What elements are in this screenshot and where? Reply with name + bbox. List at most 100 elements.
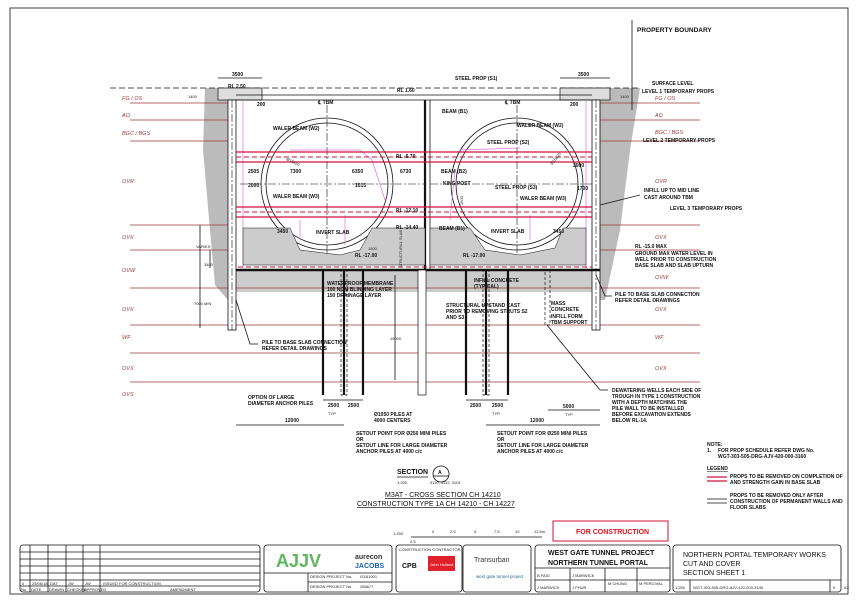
annotations-text: GROUND MAX WATER LEVEL IN (635, 251, 713, 257)
client-box (462, 544, 532, 593)
annotations-text: TBM SUPPORT (551, 320, 587, 326)
annotations-text: INFILL UP TO MID LINE (644, 188, 700, 194)
level-labels: RL 2.50 RL 1.60 RL -5.70 RL -12.10 RL -1… (228, 27, 743, 259)
annotations-text: CAST AROUND TBM (644, 195, 693, 201)
title-block-text: 256677 (360, 584, 374, 589)
title-block-text: IS161001 (360, 574, 378, 579)
dims-text: 2000 (248, 183, 259, 189)
notes-text: WGT-303-505-DRG-AJV-420-000-3160 (718, 454, 806, 460)
title-block-text: No. (21, 587, 27, 592)
dims-text: 200 (570, 102, 579, 108)
jacobs-logo: JACOBS (355, 563, 385, 570)
dims-text: 12000 (530, 418, 544, 424)
title-block-text: DATE (31, 587, 42, 592)
geology-labels-right: FG / OS AO BGC / BGS OVR OVX OVW OVX WF … (654, 96, 683, 372)
levels-text: RL 1.60 (397, 88, 415, 94)
dims-text: VARIES (196, 244, 211, 249)
labels-text: BEAM (B2) (441, 169, 467, 175)
dims-text: 2500 (470, 403, 481, 409)
scale-bar-text: 12.5m (534, 529, 546, 534)
annotations-text: TROUGH IN TYPE 1 CONSTRUCTION (612, 394, 701, 400)
annotations-text: OPTION OF LARGE (248, 395, 295, 401)
dimension-lines (199, 20, 633, 426)
geo-label: FG / OS (122, 96, 143, 102)
tunnel-left (240, 105, 425, 265)
dims-text: 3500 (232, 72, 243, 78)
section-text: A (438, 470, 442, 476)
title-block-text: J MARWICK (572, 573, 595, 578)
dims-text: TYP. (328, 411, 336, 416)
dims-text: 2500 (328, 403, 339, 409)
dims-text: 12000 (285, 418, 299, 424)
dims-text: 3500 (578, 72, 589, 78)
title-block-text: JW (68, 581, 74, 586)
levels-text: RL -17.00 (463, 253, 485, 259)
geo-label: FG / OS (655, 96, 676, 102)
geology-lines (130, 102, 700, 383)
geo-label: OVS (122, 392, 134, 398)
element-labels: STEEL PROP (S1) ℄ TBM ℄ TBM WALER BEAM (… (273, 76, 567, 268)
scale-bar: 1:250 2.5 0 2.5 5 7.5 10 12.5m (393, 529, 546, 544)
property-boundary-label: PROPERTY BOUNDARY (637, 27, 712, 34)
dims-text: 2500 (492, 403, 503, 409)
piles (321, 269, 551, 396)
annotations-text: ANCHOR PILES AT 4000 c/c (497, 449, 563, 455)
title-block-text: CUT AND COVER (683, 561, 740, 568)
notes-text: FOR PROP SCHEDULE REFER DWG No. (718, 448, 815, 454)
annotations-text: PILE TO BASE SLAB CONNECTION (262, 340, 347, 346)
title-block-text: JW (85, 581, 91, 586)
notes-text: AND STRENGTH GAIN IN BASE SLAB (730, 480, 821, 486)
title-block-text: SECTION SHEET 1 (683, 570, 745, 577)
annotations-text: SETOUT POINT FOR Ø250 MINI PILES (356, 431, 447, 437)
title-block-text: AMENDMENT (170, 587, 196, 592)
dims-text: 3450 (277, 229, 288, 235)
section-text: M3AT - CROSS SECTION CH 14210 (385, 492, 501, 499)
labels-text: BEAM (B1) (439, 226, 465, 232)
title-block-text: NORTHERN PORTAL TEMPORARY WORKS (683, 552, 826, 559)
title-block-text: M CHUNG (608, 581, 627, 586)
title-block-text: 0 (22, 581, 25, 586)
notes-text: 1. (707, 448, 712, 454)
for-construction-stamp (552, 520, 669, 542)
labels-text: STEEL PROP (S2) (487, 140, 530, 146)
title-block-text: 0 (833, 585, 836, 590)
title-block-text: 25/06/18 (32, 581, 48, 586)
dims-text: TYP. (492, 411, 500, 416)
title-block-text: WGT-303-505-DRG-AJV-420-000-3140 (693, 585, 764, 590)
title-block-text: J MARWICK (537, 585, 560, 590)
annotations: INFILL UP TO MID LINE CAST AROUND TBM GR… (235, 188, 717, 455)
capping-beam-right (559, 87, 611, 101)
geo-label: AO (654, 113, 664, 119)
level-2-props (236, 151, 592, 163)
annotations-text: BEFORE EXCAVATION EXTENDS (612, 412, 692, 418)
annotations-text: PILE TO BASE SLAB CONNECTION (615, 292, 700, 298)
transurban-logo: Transurban (474, 557, 510, 564)
levels-text: LEVEL 2 TEMPORARY PROPS (643, 138, 716, 144)
labels-text: WALER BEAM (W3) (520, 196, 567, 202)
annotations-text: BELOW RL-14. (612, 418, 648, 424)
dims-text: TYP (565, 412, 573, 417)
dims-text: 2505 (248, 169, 259, 175)
title-block-text: John Holland (430, 562, 453, 567)
title-block-text: B FAIG (537, 573, 550, 578)
geo-label: OVW (655, 275, 669, 281)
geo-label: BGC / BGS (655, 130, 683, 136)
notes-text: LEGEND (707, 466, 728, 472)
levels-text: RL 2.50 (228, 84, 246, 90)
title-block-text: J PHUR (572, 585, 587, 590)
notes-text: CONSTRUCTION OF PERMANENT WALLS AND (730, 499, 843, 505)
annotations-text: SETOUT LINE FOR LARGE DIAMETER (497, 443, 589, 449)
annotations-text: MASS (551, 301, 566, 307)
dims-text: 200 (257, 102, 266, 108)
section-text: 1:250 (397, 480, 408, 485)
levels-text: LEVEL 1 TEMPORARY PROPS (642, 89, 715, 95)
annotations-text: Ø1050 PILES AT (374, 412, 412, 418)
levels-text: RL -14.40 (396, 225, 418, 231)
annotations-text: AND S3 (446, 315, 465, 321)
infill-left (242, 227, 426, 266)
annotations-text: WELL PRIOR TO CONSTRUCTION (635, 257, 717, 263)
dims-text: 2000 (573, 163, 584, 169)
annotations-text: 4000 CENTERS (374, 418, 411, 424)
scale-bar-text: 0 (432, 529, 435, 534)
annotations-text: SETOUT POINT FOR Ø250 MINI PILES (497, 431, 588, 437)
